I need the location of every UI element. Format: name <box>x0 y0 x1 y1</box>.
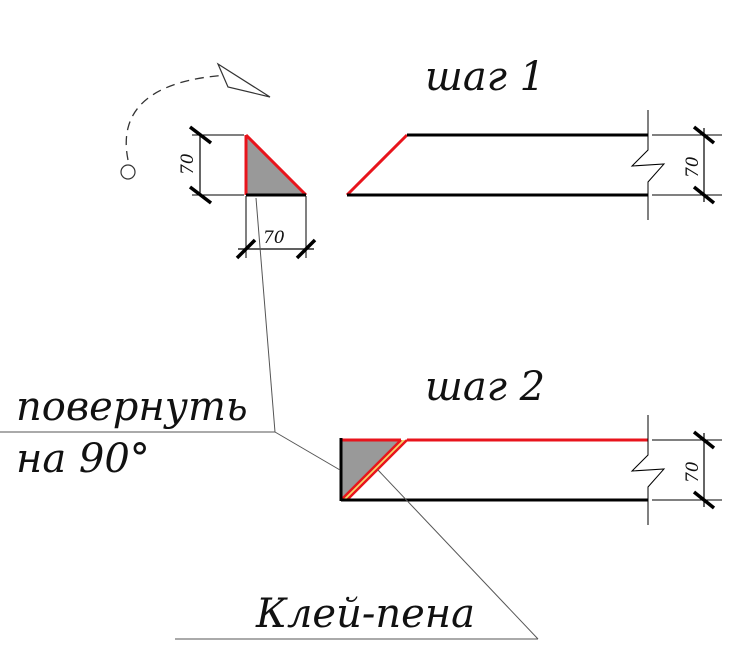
rotate-label-line2: на 90° <box>16 436 150 482</box>
board1-thickness-label: 70 <box>683 156 703 178</box>
rotation-pivot-icon <box>120 164 136 180</box>
board2-thickness-label: 70 <box>683 461 703 483</box>
rotation-arc <box>125 74 229 161</box>
triangle-width-label: 70 <box>263 228 285 248</box>
triangle-cut-edge <box>244 133 308 197</box>
board2-thickness-dimension: 70 <box>652 430 722 510</box>
triangle-height-label: 70 <box>178 153 198 175</box>
board1-break-line <box>630 110 666 220</box>
cut-triangle <box>244 133 308 197</box>
board2-break-line <box>630 415 666 525</box>
rotation-arrowhead <box>216 62 271 98</box>
board1-thickness-dimension: 70 <box>652 125 722 205</box>
glue-leader <box>175 469 539 640</box>
glue-label: Клей-пена <box>255 591 475 637</box>
board2-cut-edge-outer <box>346 439 408 501</box>
rotate-label-line1: повернуть <box>16 384 248 430</box>
rotate-leader <box>0 197 341 471</box>
triangle-height-dimension: 70 <box>178 125 244 205</box>
step1-label: шаг 1 <box>425 54 545 100</box>
board2-cut-edge-inner <box>340 439 402 501</box>
board-step2 <box>339 415 666 525</box>
board-step1 <box>345 110 666 220</box>
board1-cut-edge <box>345 133 409 197</box>
rotation-arc-group <box>120 62 271 180</box>
triangle-width-dimension: 70 <box>235 196 317 260</box>
step2-label: шаг 2 <box>425 364 545 410</box>
